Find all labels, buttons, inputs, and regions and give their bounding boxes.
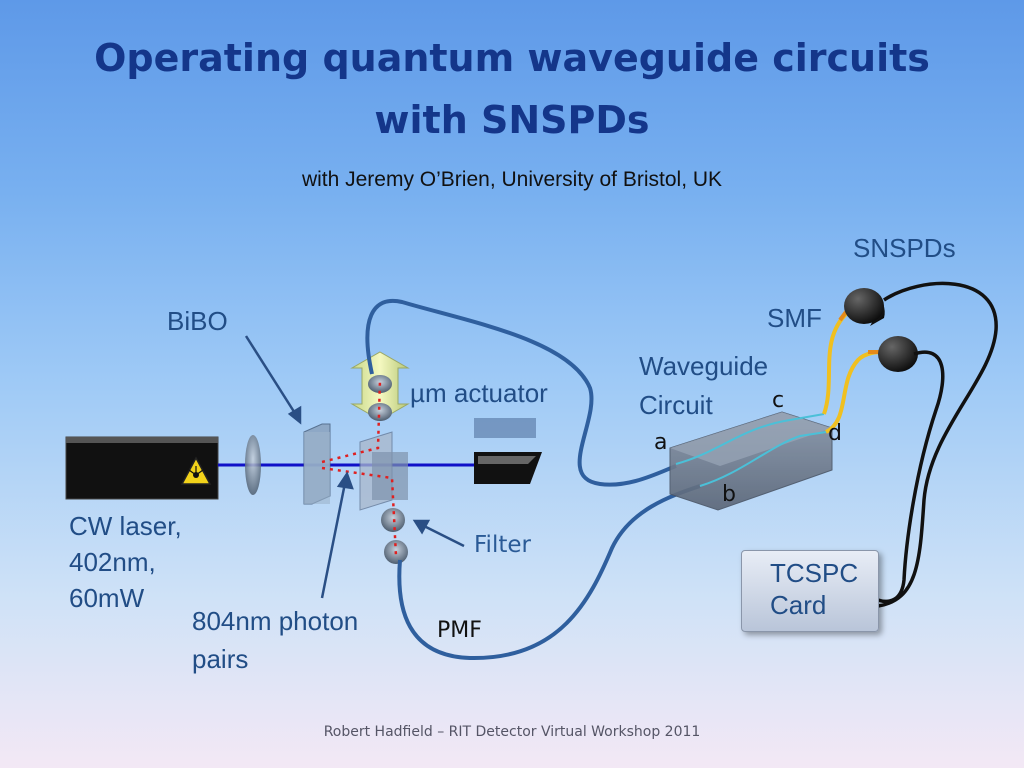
port-label-a: a — [654, 430, 668, 455]
focusing-lens — [245, 435, 261, 495]
label-pmf: PMF — [437, 618, 482, 643]
detector-cables — [877, 281, 998, 608]
slide-subtitle: with Jeremy O’Brien, University of Brist… — [301, 168, 723, 191]
prism-mirror — [359, 431, 408, 511]
label-photon-line1: 804nm photon — [192, 606, 359, 636]
port-label-d: d — [828, 421, 842, 446]
beam-dump — [474, 418, 542, 484]
snspd-detector-2 — [878, 336, 918, 372]
label-waveguide-line2: Circuit — [639, 390, 713, 420]
label-laser-line1: CW laser, — [69, 511, 182, 541]
laser-warning-icon — [180, 456, 212, 485]
snspd-detector-1 — [844, 288, 885, 326]
waveguide-chip — [669, 411, 833, 511]
label-smf: SMF — [767, 303, 822, 333]
slide-footer: Robert Hadfield – RIT Detector Virtual W… — [323, 724, 701, 740]
tcspc-label-line1: TCSPC — [770, 558, 859, 588]
label-laser-line2: 402nm, — [69, 547, 156, 577]
pmf-fibers — [365, 298, 701, 661]
smf-fibers — [822, 302, 886, 434]
label-photon-line2: pairs — [192, 644, 249, 674]
label-laser-line3: 60mW — [69, 583, 145, 613]
actuator-lens-2 — [368, 403, 392, 421]
pointer-arrows — [244, 335, 465, 599]
label-actuator: µm actuator — [410, 378, 548, 408]
slide-title-line2: with SNSPDs — [374, 98, 650, 142]
label-bibo: BiBO — [167, 306, 228, 336]
bibo-crystal — [303, 423, 331, 505]
label-waveguide-line1: Waveguide — [639, 351, 769, 381]
photon-pair-paths — [321, 379, 398, 557]
label-snspds: SNSPDs — [853, 233, 956, 263]
port-label-c: c — [772, 388, 785, 413]
label-filter: Filter — [474, 532, 531, 558]
cw-laser — [65, 436, 219, 500]
tcspc-label-line2: Card — [770, 590, 827, 620]
port-label-b: b — [722, 482, 736, 507]
slide-title-line1: Operating quantum waveguide circuits — [94, 36, 930, 80]
